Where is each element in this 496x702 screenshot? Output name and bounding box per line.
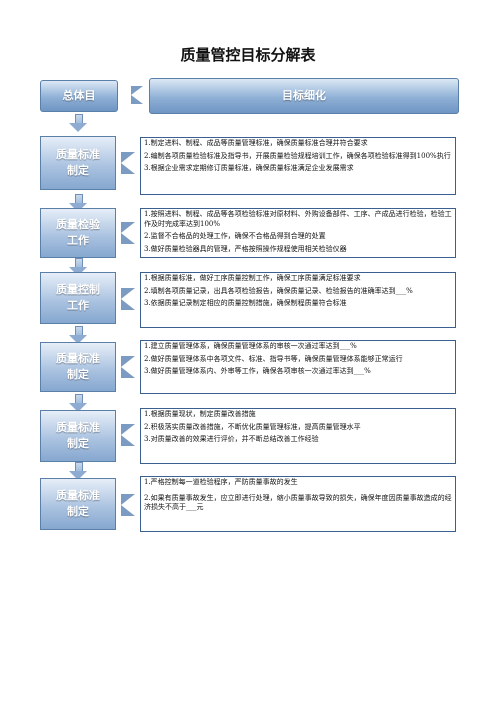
- detail-item: 3.根据企业需求定期修订质量标准，确保质量标准满足企业发展需求: [144, 164, 354, 172]
- chevron-left-icon: [121, 288, 135, 310]
- detail-item: 3.依据质量记录制定相应的质量控制措施，确保制程质量符合标准: [144, 299, 347, 307]
- chevron-left-icon: [131, 86, 143, 104]
- page-title: 质量管控目标分解表: [180, 46, 316, 64]
- section-label: 质量标准制定: [40, 136, 116, 190]
- detail-item: 2.如果有质量事故发生，应立即进行处理，缩小质量事故导致的损失，确保年度因质量事…: [144, 493, 452, 512]
- chevron-left-icon: [121, 152, 135, 174]
- detail-item: 2.编制各项质量检验标准及指导书，开展质量检验规程培训工作，确保各项检验标准得到…: [144, 151, 451, 160]
- section-detail-box: 1.根据质量标准，做好工序质量控制工作，确保工序质量满足标准要求 2.填制各项质…: [140, 272, 456, 328]
- detail-item: 3.做好质量管理体系内、外审等工作，确保各项审核一次通过率达到___%: [144, 367, 371, 375]
- detail-item: 1.根据质量标准，做好工序质量控制工作，确保工序质量满足标准要求: [144, 274, 361, 282]
- chevron-left-icon: [121, 494, 135, 516]
- section-detail-box: 1.严格控制每一道检验程序，严防质量事故的发生 2.如果有质量事故发生，应立即进…: [140, 476, 456, 532]
- section-detail-box: 1.制定进料、制程、成品等质量管理标准，确保质量标准合理并符合要求 2.编制各项…: [140, 137, 456, 195]
- detail-item: 1.按照进料、制程、成品等各项检验标准对原材料、外购设备部件、工序、产成品进行检…: [144, 210, 452, 228]
- detail-item: 1.严格控制每一道检验程序，严防质量事故的发生: [144, 478, 298, 486]
- detail-item: 1.制定进料、制程、成品等质量管理标准，确保质量标准合理并符合要求: [144, 139, 368, 147]
- detail-item: 2.监督不合格品的处理工作，确保不合格品得到合理的处置: [144, 232, 326, 240]
- section-label: 质量标准制定: [40, 478, 116, 530]
- detail-item: 2.做好质量管理体系中各项文件、标准、指导书等，确保质量管理体系能够正常运行: [144, 354, 403, 363]
- detail-item: 3.做好质量检验器具的管理，严格按照操作规程使用相关检验仪器: [144, 244, 347, 253]
- section-label: 质量标准制定: [40, 342, 116, 392]
- section-label: 质量控制工作: [40, 272, 116, 324]
- chevron-left-icon: [121, 222, 135, 244]
- chevron-left-icon: [121, 424, 135, 446]
- detail-item: 1.根据质量现状，制定质量改善措施: [144, 410, 256, 418]
- overall-goal-header: 总体目: [40, 80, 118, 112]
- detail-item: 2.填制各项质量记录，出具各项检验报告，确保质量记录、检验报告的准确率达到___…: [144, 286, 413, 295]
- detail-item: 2.积极落实质量改善措施，不断优化质量管理标准，提高质量管理水平: [144, 422, 361, 431]
- section-detail-box: 1.按照进料、制程、成品等各项检验标准对原材料、外购设备部件、工序、产成品进行检…: [140, 208, 456, 258]
- section-detail-box: 1.建立质量管理体系，确保质量管理体系的审核一次通过率达到___% 2.做好质量…: [140, 340, 456, 394]
- section-label: 质量检验工作: [40, 208, 116, 258]
- section-label: 质量标准制定: [40, 410, 116, 462]
- detail-item: 3.对质量改善的效果进行评价，并不断总结改善工作经验: [144, 435, 319, 443]
- section-detail-box: 1.根据质量现状，制定质量改善措施 2.积极落实质量改善措施，不断优化质量管理标…: [140, 408, 456, 464]
- chevron-left-icon: [121, 356, 135, 378]
- detail-item: 1.建立质量管理体系，确保质量管理体系的审核一次通过率达到___%: [144, 342, 357, 350]
- goal-detail-header: 目标细化: [149, 78, 459, 114]
